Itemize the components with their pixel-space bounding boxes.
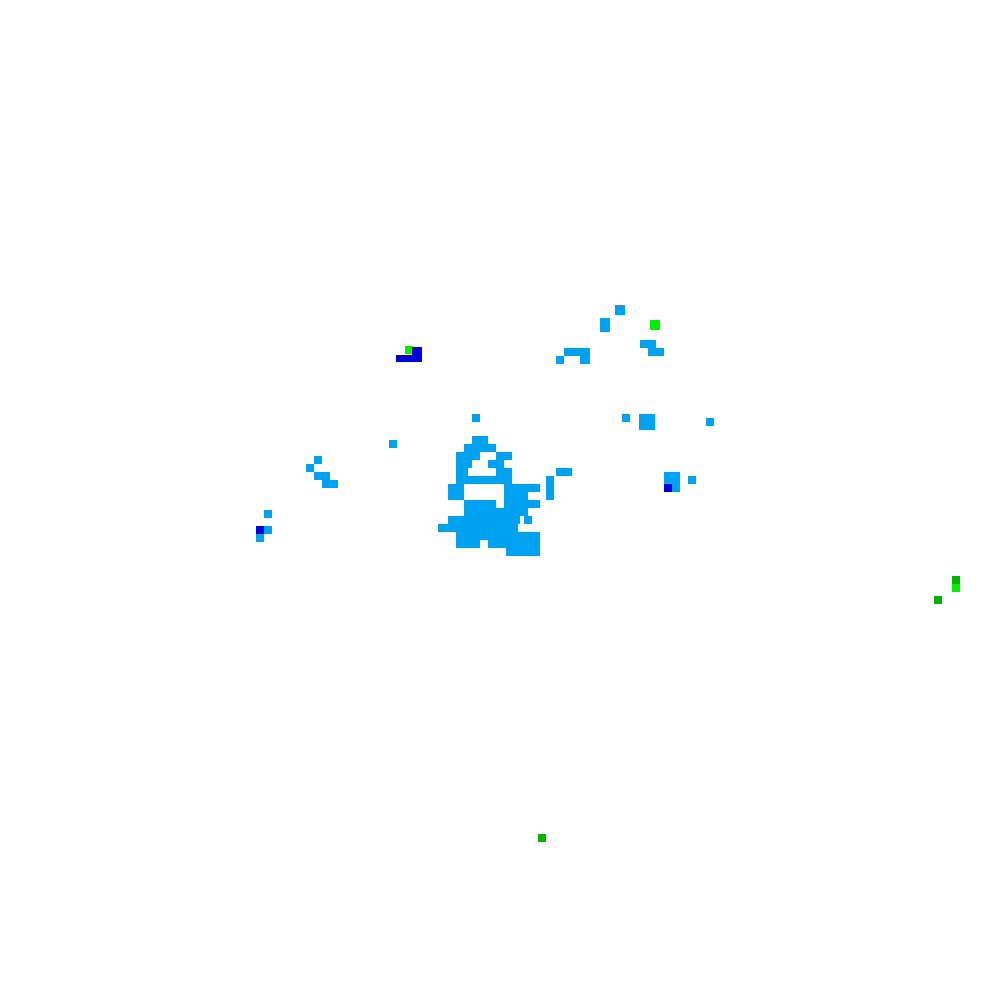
echo-cell-light [496,468,512,476]
echo-cell-light [456,540,480,548]
echo-cell-light [456,452,480,460]
echo-cell-light [524,516,532,524]
echo-cell-bright_green [952,584,960,592]
echo-cell-light [672,484,680,492]
echo-cell-light [438,524,518,532]
echo-cell-green [934,596,942,604]
echo-cell-light [600,318,610,332]
echo-cell-light [488,540,540,548]
echo-cell-light [640,340,656,348]
echo-cell-light [664,472,680,484]
echo-cell-light [464,508,528,516]
echo-cell-bright_green [405,346,413,354]
echo-cell-light [464,500,496,508]
echo-cell-light [448,516,520,524]
echo-cell-light [564,348,590,356]
echo-cell-moderate [664,484,672,492]
echo-cell-light [556,468,572,476]
echo-cell-light [472,436,488,444]
echo-cell-light [472,414,480,422]
echo-cell-light [706,418,714,426]
echo-cell-light [456,476,512,484]
echo-cell-light [688,476,696,484]
echo-cell-green [538,834,546,842]
echo-cell-light [615,305,625,315]
echo-cell-light [504,484,540,492]
echo-cell-bright_green [650,320,660,330]
echo-cell-light [448,484,464,492]
echo-cell-light [322,480,338,488]
echo-cell-light [464,444,496,452]
echo-cell-light [389,440,397,448]
echo-cell-moderate [412,347,422,362]
echo-cell-light [456,468,468,476]
echo-cell-green [952,576,960,584]
echo-cell-light [522,532,540,548]
echo-cell-moderate [396,355,412,362]
echo-cell-light [556,356,564,364]
echo-cell-light [580,356,590,364]
echo-cell-light [256,534,264,542]
echo-cell-light [622,414,630,422]
echo-cells [256,305,960,842]
echo-cell-light [456,532,528,540]
echo-cell-light [314,472,330,480]
echo-cell-light [639,414,655,430]
echo-cell-light [504,492,528,500]
echo-cell-light [448,492,464,500]
echo-cell-moderate [256,526,264,534]
echo-cell-light [306,464,314,472]
echo-cell-light [648,348,664,356]
echo-cell-light [264,510,272,518]
echo-cell-light [496,452,512,460]
echo-cell-light [506,548,540,556]
echo-cell-light [314,456,322,464]
echo-cell-light [488,460,504,468]
echo-cell-light [504,500,540,508]
echo-cell-light [546,476,554,500]
echo-cell-light [456,460,472,468]
